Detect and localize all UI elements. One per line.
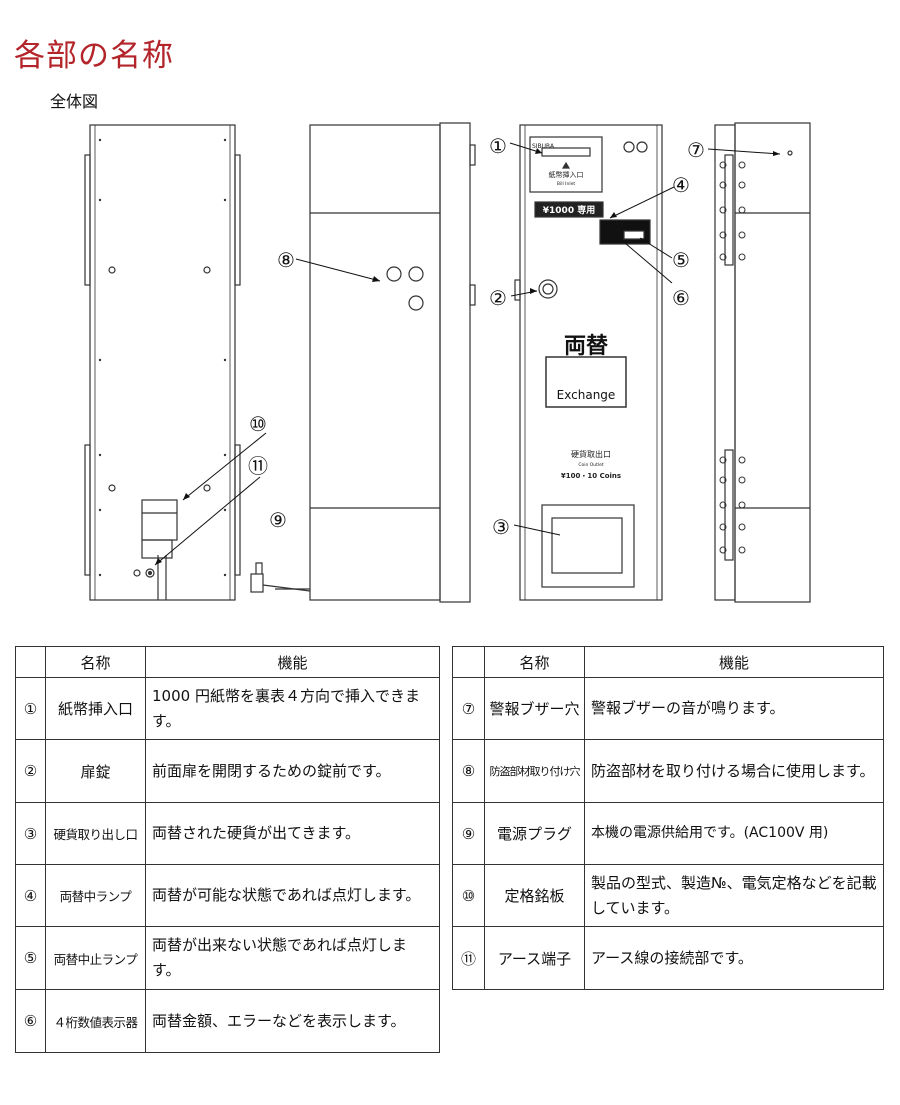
table-row: ① 紙幣挿入口 1000 円紙幣を裏表４方向で挿入できます。	[15, 677, 440, 740]
row-num: ⑨	[452, 802, 485, 865]
row-name: 扉錠	[45, 739, 146, 803]
row-func: 防盗部材を取り付ける場合に使用します。	[584, 739, 884, 803]
table-row: ⑪ アース端子 アース線の接続部です。	[452, 926, 884, 990]
callout-3: ③	[492, 515, 510, 539]
callout-4: ④	[672, 173, 690, 197]
table-row: ③ 硬貨取り出し口 両替された硬貨が出てきます。	[15, 802, 440, 865]
row-num: ③	[15, 802, 46, 865]
callout-5: ⑤	[672, 248, 690, 272]
row-func: 両替金額、エラーなどを表示します。	[145, 989, 440, 1053]
coin-outlet-sub: Coin Outlet	[578, 462, 604, 468]
row-num: ④	[15, 864, 46, 927]
row-name: 両替中ランプ	[45, 864, 146, 927]
callout-2: ②	[489, 286, 507, 310]
row-num: ①	[15, 677, 46, 740]
bill-slot-label: 紙幣挿入口	[549, 170, 584, 179]
callout-1: ①	[489, 134, 507, 158]
row-func: 両替が出来ない状態であれば点灯します。	[145, 926, 440, 990]
table-row: ⑦ 警報ブザー穴 警報ブザーの音が鳴ります。	[452, 677, 884, 740]
section-subtitle: 全体図	[50, 92, 99, 111]
row-name: 電源プラグ	[484, 802, 585, 865]
table-row: ⑨ 電源プラグ 本機の電源供給用です。(AC100V 用)	[452, 802, 884, 865]
row-func: 製品の型式、製造№、電気定格などを記載しています。	[584, 864, 884, 927]
row-name: ４桁数値表示器	[45, 989, 146, 1053]
row-num: ⑥	[15, 989, 46, 1053]
exchange-sign-sub: Exchange	[557, 388, 616, 402]
table-header-row: 名称 機能	[452, 646, 884, 678]
callout-7: ⑦	[687, 138, 705, 162]
callout-10: ⑩	[249, 412, 267, 436]
row-name: 両替中止ランプ	[45, 926, 146, 990]
front-view	[514, 124, 663, 601]
row-func: 1000 円紙幣を裏表４方向で挿入できます。	[145, 677, 440, 740]
header-func: 機能	[145, 646, 440, 678]
rear-view	[84, 124, 241, 601]
row-num: ⑦	[452, 677, 485, 740]
table-row: ⑧ 防盗部材取り付け穴 防盗部材を取り付ける場合に使用します。	[452, 739, 884, 803]
row-num: ⑪	[452, 926, 485, 990]
row-name: 定格銘板	[484, 864, 585, 927]
row-name: 硬貨取り出し口	[45, 802, 146, 865]
bill-slot-sub: Bill Inlet	[557, 181, 575, 187]
table-row: ④ 両替中ランプ 両替が可能な状態であれば点灯します。	[15, 864, 440, 927]
parts-table-right: 名称 機能 ⑦ 警報ブザー穴 警報ブザーの音が鳴ります。 ⑧ 防盗部材取り付け穴…	[452, 646, 884, 990]
row-func: 警報ブザーの音が鳴ります。	[584, 677, 884, 740]
brand-logo: SIBURA	[532, 143, 555, 150]
table-row: ⑥ ４桁数値表示器 両替金額、エラーなどを表示します。	[15, 989, 440, 1053]
parts-table-left: 名称 機能 ① 紙幣挿入口 1000 円紙幣を裏表４方向で挿入できます。 ② 扉…	[15, 646, 440, 1053]
side-view-right	[714, 122, 811, 603]
row-name: アース端子	[484, 926, 585, 990]
table-row: ② 扉錠 前面扉を開閉するための錠前です。	[15, 739, 440, 803]
row-num: ⑤	[15, 926, 46, 990]
callout-8: ⑧	[277, 248, 295, 272]
header-name: 名称	[484, 646, 585, 678]
machine-overview-diagram: SIBURA 紙幣挿入口 Bill Inlet ¥1000 専用 両替 Exch…	[84, 122, 811, 603]
row-num: ⑧	[452, 739, 485, 803]
table-row: ⑤ 両替中止ランプ 両替が出来ない状態であれば点灯します。	[15, 926, 440, 990]
callout-6: ⑥	[672, 286, 690, 310]
header-num	[15, 646, 46, 678]
row-name: 紙幣挿入口	[45, 677, 146, 740]
only-label: ¥1000 専用	[543, 204, 595, 216]
row-func: 本機の電源供給用です。(AC100V 用)	[584, 802, 884, 865]
row-name: 防盗部材取り付け穴	[484, 739, 585, 803]
header-func: 機能	[584, 646, 884, 678]
row-num: ⑩	[452, 864, 485, 927]
callout-9: ⑨	[269, 508, 287, 532]
header-num	[452, 646, 485, 678]
table-header-row: 名称 機能	[15, 646, 440, 678]
callout-11: ⑪	[248, 454, 268, 478]
exchange-sign-main: 両替	[564, 334, 608, 359]
header-name: 名称	[45, 646, 146, 678]
row-num: ②	[15, 739, 46, 803]
side-view-left	[250, 122, 476, 603]
coin-outlet-coins: ¥100・10 Coins	[561, 472, 621, 480]
row-func: 前面扉を開閉するための錠前です。	[145, 739, 440, 803]
row-func: アース線の接続部です。	[584, 926, 884, 990]
row-name: 警報ブザー穴	[484, 677, 585, 740]
coin-outlet-label: 硬貨取出口	[571, 449, 611, 459]
page-title: 各部の名称	[14, 38, 174, 74]
table-row: ⑩ 定格銘板 製品の型式、製造№、電気定格などを記載しています。	[452, 864, 884, 927]
row-func: 両替された硬貨が出てきます。	[145, 802, 440, 865]
row-func: 両替が可能な状態であれば点灯します。	[145, 864, 440, 927]
